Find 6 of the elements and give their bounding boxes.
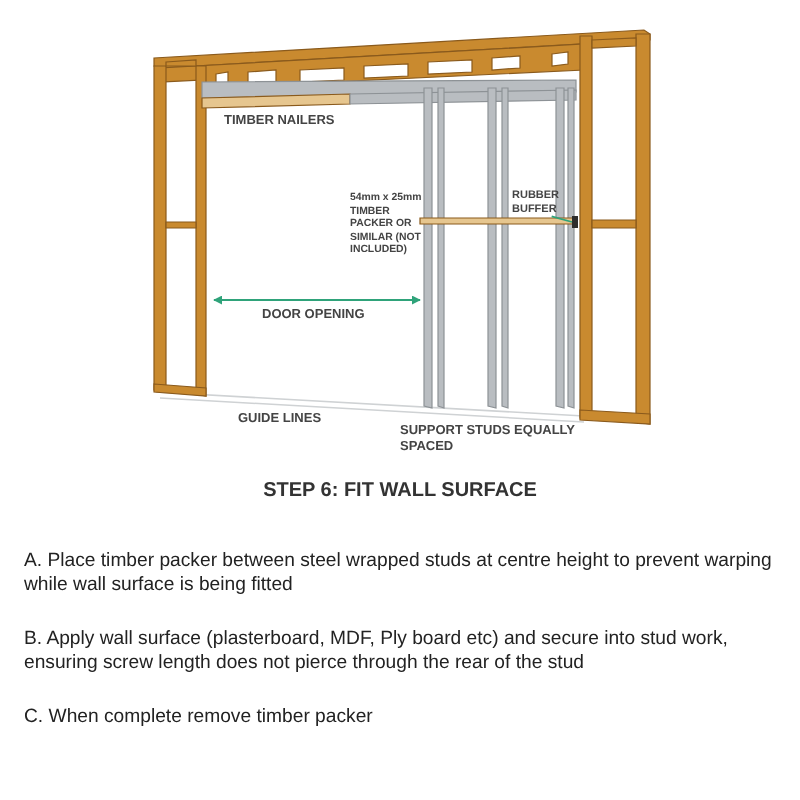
instruction-text: C. When complete remove timber packer [24,706,375,731]
leader-line [550,215,573,223]
instruction-text: A. Place timber packer between steel wrapped studs at centre height to prevent warping while wall surface is being fitted [24,550,774,600]
instruction-text: B. Apply wall surface (plasterboard, MDF, Ply board etc) and secure into stud work, ensuring screw length does not pierce through the rear of the stud [24,628,730,678]
step-heading: STEP 6: FIT WALL SURFACE [261,480,539,504]
rubber-buffer [572,216,578,228]
